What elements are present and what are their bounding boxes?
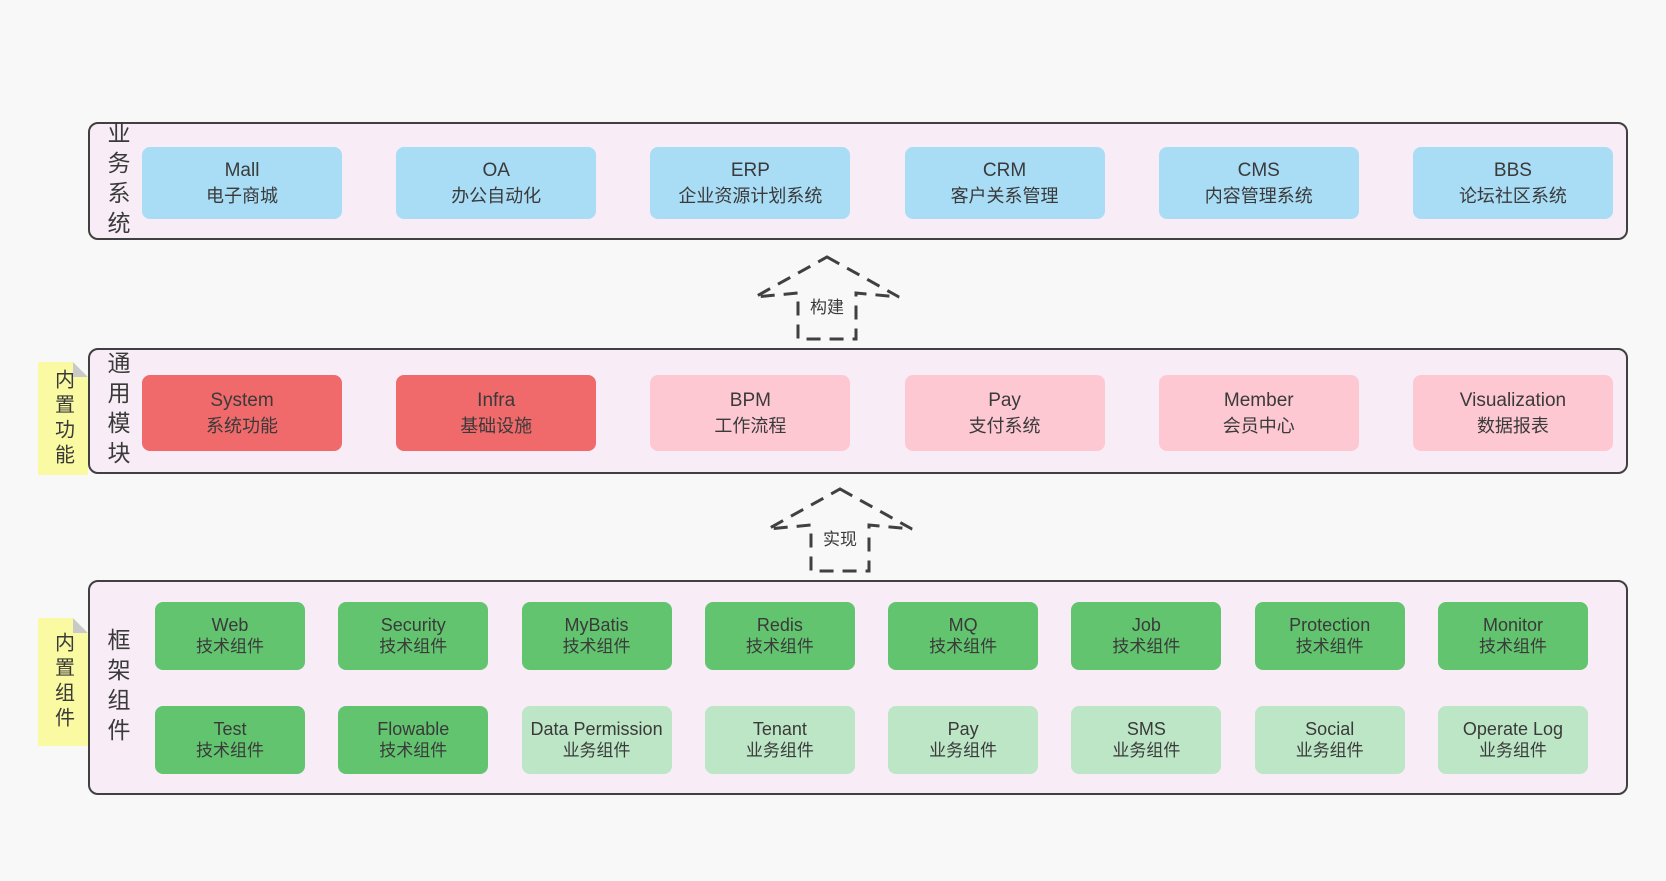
node-social: Social 业务组件: [1254, 706, 1405, 774]
node-web: Web 技术组件: [155, 602, 305, 670]
band-label-common-modules: 通用模块: [104, 351, 130, 471]
implement-arrow-label: 实现: [819, 524, 861, 551]
node-security: Security 技术组件: [338, 602, 489, 670]
node-sms: SMS 业务组件: [1071, 706, 1222, 774]
node-protection: Protection 技术组件: [1254, 602, 1405, 670]
node-tenant: Tenant 业务组件: [704, 706, 855, 774]
node-mall: Mall 电子商城: [142, 147, 342, 219]
node-operate-log: Operate Log 业务组件: [1437, 706, 1588, 774]
node-pay-component: Pay 业务组件: [888, 706, 1039, 774]
node-pay-module: Pay 支付系统: [904, 375, 1105, 451]
node-oa: OA 办公自动化: [396, 147, 597, 219]
business-systems-row: Mall 电子商城 OA 办公自动化 ERP 企业资源计划系统 CRM 客户关系…: [142, 147, 1613, 219]
node-mq: MQ 技术组件: [888, 602, 1039, 670]
node-test: Test 技术组件: [155, 706, 305, 774]
node-erp: ERP 企业资源计划系统: [650, 147, 851, 219]
node-infra: Infra 基础设施: [396, 375, 597, 451]
band-framework-components: 框架组件 Web 技术组件 Security 技术组件 MyBatis 技术组件…: [88, 580, 1628, 795]
band-label-business-systems: 业务系统: [104, 121, 130, 241]
build-arrow-label: 构建: [806, 292, 848, 319]
note-built-in-features: 内置功能: [38, 362, 88, 475]
implement-arrow: 实现: [765, 486, 915, 574]
band-common-modules: 通用模块 System 系统功能 Infra 基础设施 BPM 工作流程 Pay…: [88, 348, 1628, 474]
node-crm: CRM 客户关系管理: [904, 147, 1105, 219]
node-cms: CMS 内容管理系统: [1158, 147, 1359, 219]
band-label-framework-components: 框架组件: [104, 627, 130, 748]
node-redis: Redis 技术组件: [704, 602, 855, 670]
common-modules-row: System 系统功能 Infra 基础设施 BPM 工作流程 Pay 支付系统…: [142, 375, 1613, 451]
node-data-permission: Data Permission 业务组件: [521, 706, 672, 774]
node-mybatis: MyBatis 技术组件: [521, 602, 672, 670]
node-member: Member 会员中心: [1158, 375, 1359, 451]
build-arrow: 构建: [752, 254, 902, 342]
node-job: Job 技术组件: [1071, 602, 1222, 670]
note-built-in-components: 内置组件: [38, 618, 88, 746]
node-bbs: BBS 论坛社区系统: [1412, 147, 1613, 219]
framework-components-row-2: Test 技术组件 Flowable 技术组件 Data Permission …: [155, 706, 1588, 774]
node-visualization: Visualization 数据报表: [1412, 375, 1613, 451]
framework-components-row-1: Web 技术组件 Security 技术组件 MyBatis 技术组件 Redi…: [155, 602, 1588, 670]
node-monitor: Monitor 技术组件: [1437, 602, 1588, 670]
node-bpm: BPM 工作流程: [650, 375, 851, 451]
band-business-systems: 业务系统 Mall 电子商城 OA 办公自动化 ERP 企业资源计划系统 CRM…: [88, 121, 1628, 241]
node-flowable: Flowable 技术组件: [338, 706, 489, 774]
node-system: System 系统功能: [142, 375, 342, 451]
